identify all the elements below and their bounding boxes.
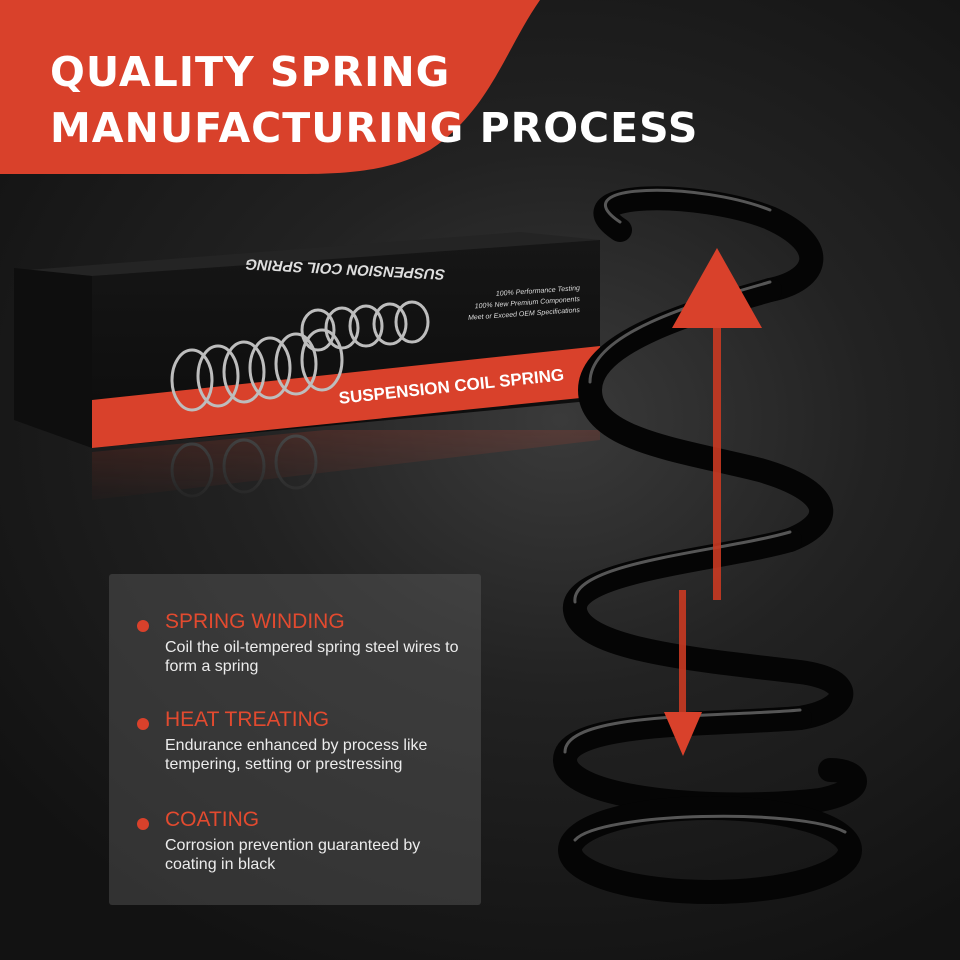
- process-title: HEAT TREATING: [165, 708, 330, 731]
- box-spring-illustration: [170, 300, 430, 412]
- process-description: Endurance enhanced by process like tempe…: [165, 737, 428, 773]
- process-panel: SPRING WINDING Coil the oil-tempered spr…: [109, 574, 481, 905]
- arrow-down-head: [664, 712, 702, 756]
- coil-spring: [552, 186, 867, 904]
- compression-arrow: [664, 248, 762, 756]
- box-end-face: [14, 268, 92, 448]
- header-banner-shape: [0, 0, 540, 174]
- box-red-stripe: [92, 346, 600, 448]
- headline-line-2: MANUFACTURING PROCESS: [50, 104, 699, 152]
- product-box: SUSPENSION COIL SPRING SUSPENSION COIL S…: [14, 232, 600, 500]
- bullet-dot-icon: [137, 718, 149, 730]
- headline-line-1: QUALITY SPRING: [50, 48, 451, 96]
- process-title: SPRING WINDING: [165, 610, 345, 633]
- process-title: COATING: [165, 808, 260, 831]
- process-description: Corrosion prevention guaranteed by coati…: [165, 837, 421, 873]
- process-description: Coil the oil-tempered spring steel wires…: [165, 639, 459, 675]
- arrow-up-shaft: [713, 310, 721, 600]
- bullet-dot-icon: [137, 620, 149, 632]
- box-reflection: [92, 404, 600, 500]
- bullet-dot-icon: [137, 818, 149, 830]
- arrow-up-head: [672, 248, 762, 328]
- box-top-face: [28, 232, 600, 276]
- arrow-down-shaft: [679, 590, 686, 720]
